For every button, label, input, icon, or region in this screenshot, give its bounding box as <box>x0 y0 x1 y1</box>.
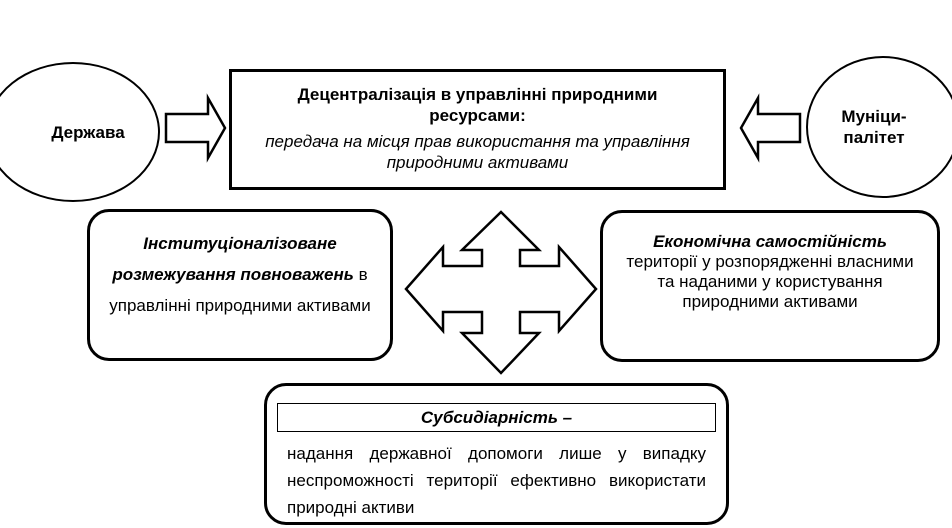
four-way-arrow <box>404 210 598 375</box>
state-label: Держава <box>51 122 125 142</box>
economic-emphasis: Економічна самостійність <box>653 232 887 251</box>
arrow-municipality-to-decentralization <box>739 93 802 163</box>
economic-box: Економічна самостійність території у роз… <box>600 210 940 362</box>
decentralization-box: Децентралізація в управлінні природними … <box>229 69 726 190</box>
institutional-box: Інституціоналізоване розмежування повнов… <box>87 209 393 361</box>
institutional-emphasis: Інституціоналізоване розмежування повнов… <box>112 234 354 284</box>
subsidiarity-box: Субсидіарність – надання державної допом… <box>264 383 729 525</box>
decentralization-title: Децентралізація в управлінні природними … <box>297 85 658 125</box>
arrow-state-to-decentralization <box>164 93 227 163</box>
subsidiarity-body: надання державної допомоги лише у випадк… <box>287 444 706 517</box>
subsidiarity-title: Субсидіарність – <box>277 403 716 432</box>
institutional-rest: в управлінні природними активами <box>109 265 371 315</box>
economic-rest: території у розпорядженні власними та на… <box>626 252 914 311</box>
state-node: Держава <box>0 62 160 202</box>
decentralization-body: передача на місця прав використання та у… <box>265 132 690 172</box>
municipality-label: Муніци-палітет <box>841 107 907 147</box>
municipality-node: Муніци-палітет <box>806 56 952 198</box>
